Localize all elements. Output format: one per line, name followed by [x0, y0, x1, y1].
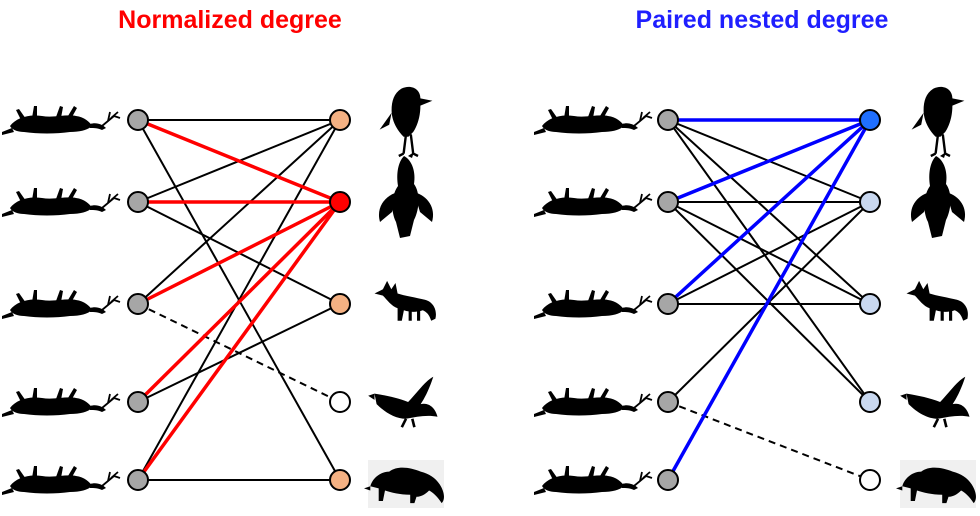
panel-1-right-node-vulture	[329, 191, 351, 213]
panel-2-edge-dashed-4-5	[667, 401, 871, 481]
panel-1-edge-highlight-3-2	[137, 200, 341, 306]
panel-1-edge-highlight-1-2	[137, 118, 341, 204]
panel-2-left-node-3	[657, 293, 679, 315]
panel-2-deer-carcass-icon-1	[533, 105, 653, 136]
panel-1-right-node-eagle	[329, 391, 351, 413]
panel-1-vulture-icon	[378, 152, 434, 238]
panel-2-eagle-icon	[898, 375, 971, 429]
panel-1-fox-icon	[372, 279, 438, 323]
panel-2-edge-plain-3-2	[667, 201, 871, 305]
panel-2-deer-carcass-icon-2	[533, 187, 653, 218]
panel-1-deer-carcass-icon-5	[1, 465, 121, 496]
panel-2-deer-carcass-icon-3	[533, 289, 653, 320]
panel-1-raven-icon	[378, 85, 434, 158]
panel-1-eagle-icon	[366, 375, 439, 429]
panel-2-vulture-icon	[910, 152, 966, 238]
panel-title-paired-nested-degree: Paired nested degree	[635, 6, 889, 34]
panel-2-right-node-vulture	[859, 191, 881, 213]
panel-2-raven-icon	[910, 85, 966, 158]
panel-1-right-node-marten	[329, 469, 351, 491]
panel-1-edge-dashed-3-4	[137, 303, 341, 403]
panel-2-right-node-raven	[859, 109, 881, 131]
panel-1-left-node-4	[127, 391, 149, 413]
panel-1-edge-highlight-5-2	[136, 200, 342, 482]
panel-2-edge-highlight-2-1	[667, 118, 871, 204]
panel-2-right-node-fox	[859, 293, 881, 315]
panel-2-right-node-eagle	[859, 391, 881, 413]
panel-1-edge-highlight-4-2	[136, 200, 342, 404]
panel-2-edge-plain-1-4	[667, 119, 871, 403]
panel-1-deer-carcass-icon-4	[1, 387, 121, 418]
panel-title-normalized-degree: Normalized degree	[118, 6, 342, 34]
panel-1-left-node-2	[127, 191, 149, 213]
panel-2-deer-carcass-icon-4	[533, 387, 653, 418]
panel-2-edge-highlight-3-1	[666, 118, 872, 306]
panel-1-right-node-raven	[329, 109, 351, 131]
panel-2-fox-icon	[904, 279, 970, 323]
panel-1-left-node-3	[127, 293, 149, 315]
panel-1-deer-carcass-icon-1	[1, 105, 121, 136]
panel-1-deer-carcass-icon-2	[1, 187, 121, 218]
panel-2-left-node-1	[657, 109, 679, 131]
panel-2-edge-highlight-5-1	[666, 119, 872, 481]
panel-2-left-node-2	[657, 191, 679, 213]
panel-2-left-node-4	[657, 391, 679, 413]
panel-2-left-node-5	[657, 469, 679, 491]
panel-2-deer-carcass-icon-5	[533, 465, 653, 496]
panel-2-right-node-marten	[859, 469, 881, 491]
panel-1-deer-carcass-icon-3	[1, 289, 121, 320]
panel-1-left-node-1	[127, 109, 149, 131]
panel-1-left-node-5	[127, 469, 149, 491]
panel-1-edge-plain-3-1	[137, 119, 341, 305]
panel-1-right-node-fox	[329, 293, 351, 315]
